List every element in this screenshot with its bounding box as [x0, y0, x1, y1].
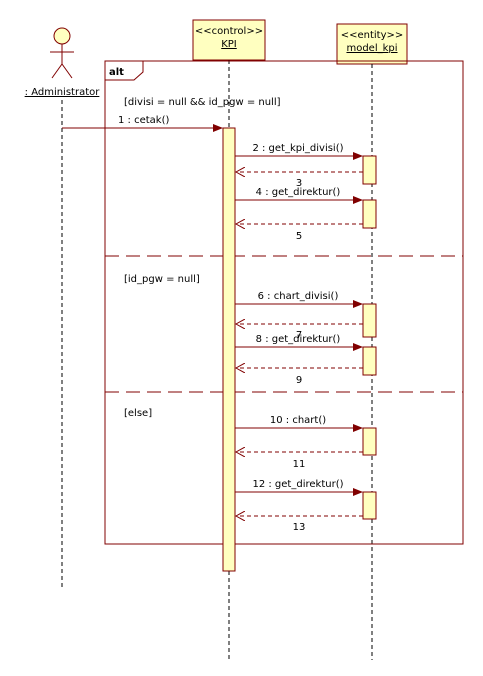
- message-label: 12 : get_direktur(): [252, 479, 343, 490]
- message-5-return[interactable]: 5: [236, 224, 363, 242]
- alt-frame: [104, 60, 464, 545]
- message-9-return[interactable]: 9: [236, 368, 363, 386]
- message-label: 4 : get_direktur(): [256, 187, 341, 198]
- activation-model-kpi-3: [362, 303, 377, 338]
- message-label: 1 : cetak(): [118, 115, 169, 126]
- message-label: 11: [293, 459, 306, 470]
- message-label: 5: [296, 231, 302, 242]
- alt-operator-tab: [104, 60, 144, 81]
- guard-3: [else]: [124, 408, 152, 419]
- message-label: 3: [296, 178, 302, 189]
- alt-fragment: alt [divisi = null && id_pgw = null] [id…: [104, 60, 464, 545]
- message-10[interactable]: 10 : chart(): [235, 415, 363, 432]
- message-label: 9: [296, 375, 302, 386]
- model-kpi-name: model_kpi: [346, 43, 397, 54]
- activation-kpi: [222, 127, 236, 572]
- message-label: 2 : get_kpi_divisi(): [252, 143, 343, 154]
- lifeline-head-model-kpi[interactable]: <<entity>> model_kpi: [336, 23, 408, 65]
- message-7-return[interactable]: 7: [236, 324, 363, 341]
- alt-operator-label: alt: [109, 67, 124, 78]
- message-2[interactable]: 2 : get_kpi_divisi(): [235, 143, 363, 160]
- guard-1: [divisi = null && id_pgw = null]: [124, 97, 281, 108]
- message-label: 10 : chart(): [270, 415, 326, 426]
- message-6[interactable]: 6 : chart_divisi(): [235, 291, 363, 308]
- message-label: 13: [293, 522, 306, 533]
- activation-model-kpi-4: [362, 346, 377, 376]
- message-13-return[interactable]: 13: [236, 516, 363, 533]
- activation-model-kpi-2: [362, 199, 377, 229]
- actor-administrator[interactable]: : Administrator: [25, 27, 101, 98]
- kpi-stereotype: <<control>>: [195, 26, 263, 37]
- message-12[interactable]: 12 : get_direktur(): [235, 479, 363, 496]
- message-label: 7: [296, 330, 302, 341]
- guard-2: [id_pgw = null]: [124, 274, 200, 285]
- message-4[interactable]: 4 : get_direktur(): [235, 187, 363, 204]
- message-label: 8 : get_direktur(): [256, 334, 341, 345]
- actor-leg-right: [61, 63, 73, 79]
- model-kpi-stereotype: <<entity>>: [341, 30, 404, 41]
- actor-head: [53, 27, 71, 45]
- actor-leg-left: [51, 63, 63, 79]
- actor-label: : Administrator: [25, 87, 101, 98]
- activation-model-kpi-1: [362, 155, 377, 185]
- message-label: 6 : chart_divisi(): [258, 291, 339, 302]
- activation-model-kpi-6: [362, 491, 377, 520]
- message-3-return[interactable]: 3: [236, 172, 363, 189]
- lifeline-head-kpi[interactable]: <<control>> KPI: [192, 19, 266, 61]
- activation-model-kpi-5: [362, 427, 377, 456]
- message-11-return[interactable]: 11: [236, 452, 363, 470]
- message-1[interactable]: 1 : cetak(): [62, 115, 223, 132]
- message-8[interactable]: 8 : get_direktur(): [235, 334, 363, 351]
- kpi-name: KPI: [221, 39, 237, 50]
